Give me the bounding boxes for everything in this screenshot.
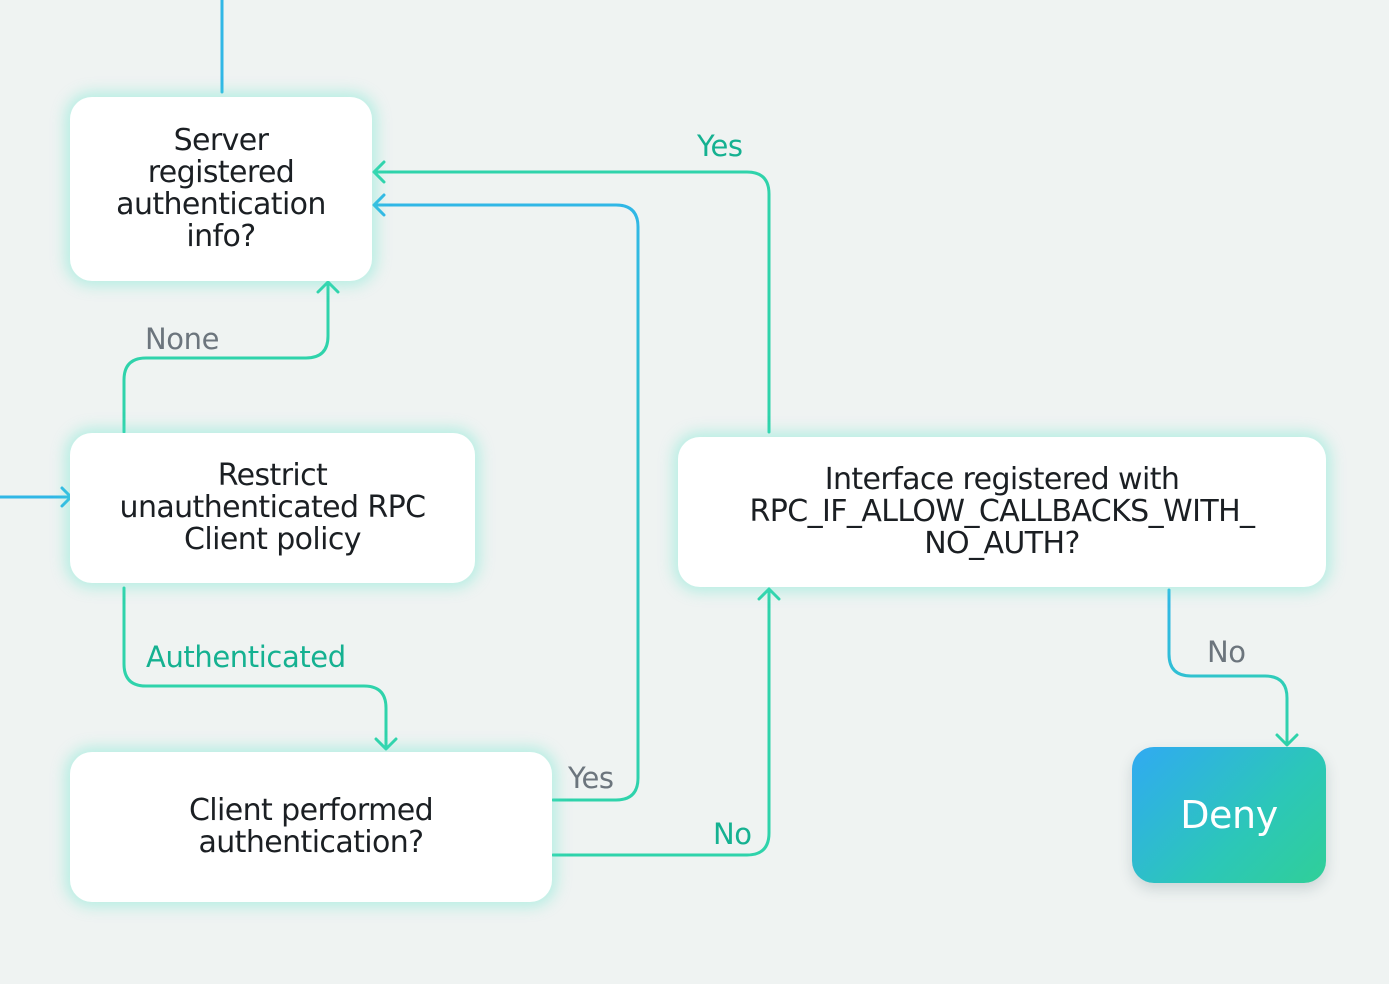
node-server-registered-auth-label: Server registered authentication info? xyxy=(116,123,326,254)
arrowhead-interface-yes xyxy=(372,160,386,184)
edge-label-interface-yes: Yes xyxy=(697,129,743,163)
edge-interface-yes xyxy=(373,170,771,434)
node-client-performed-auth-label: Client performed authentication? xyxy=(188,793,434,860)
arrowhead-interface-no xyxy=(1275,733,1299,747)
node-deny: Deny xyxy=(1132,747,1326,883)
arrowhead-policy-none xyxy=(316,280,340,294)
edge-policy-none xyxy=(122,281,330,434)
edge-policy-authenticated xyxy=(122,586,388,750)
node-deny-label: Deny xyxy=(1180,793,1278,837)
node-interface-registered: Interface registered with RPC_IF_ALLOW_C… xyxy=(678,437,1326,587)
arrowhead-client-yes xyxy=(372,193,386,217)
node-restrict-policy-label: Restrict unauthenticated RPC Client poli… xyxy=(119,458,427,557)
node-restrict-policy: Restrict unauthenticated RPC Client poli… xyxy=(70,433,475,583)
edge-label-client-no: No xyxy=(713,817,752,851)
edge-label-policy-authenticated: Authenticated xyxy=(146,640,346,674)
edge-label-interface-no: No xyxy=(1207,635,1246,669)
node-server-registered-auth: Server registered authentication info? xyxy=(70,97,372,281)
node-interface-registered-label: Interface registered with RPC_IF_ALLOW_C… xyxy=(749,462,1255,561)
arrowhead-client-no xyxy=(757,587,781,601)
node-client-performed-auth: Client performed authentication? xyxy=(70,752,552,902)
edge-label-client-yes: Yes xyxy=(568,761,614,795)
edge-client-no xyxy=(551,588,771,857)
edge-label-policy-none: None xyxy=(145,322,220,356)
edge-interface-no xyxy=(1167,588,1289,746)
arrowhead-policy-authenticated xyxy=(374,737,398,751)
edge-client-yes xyxy=(373,203,640,802)
